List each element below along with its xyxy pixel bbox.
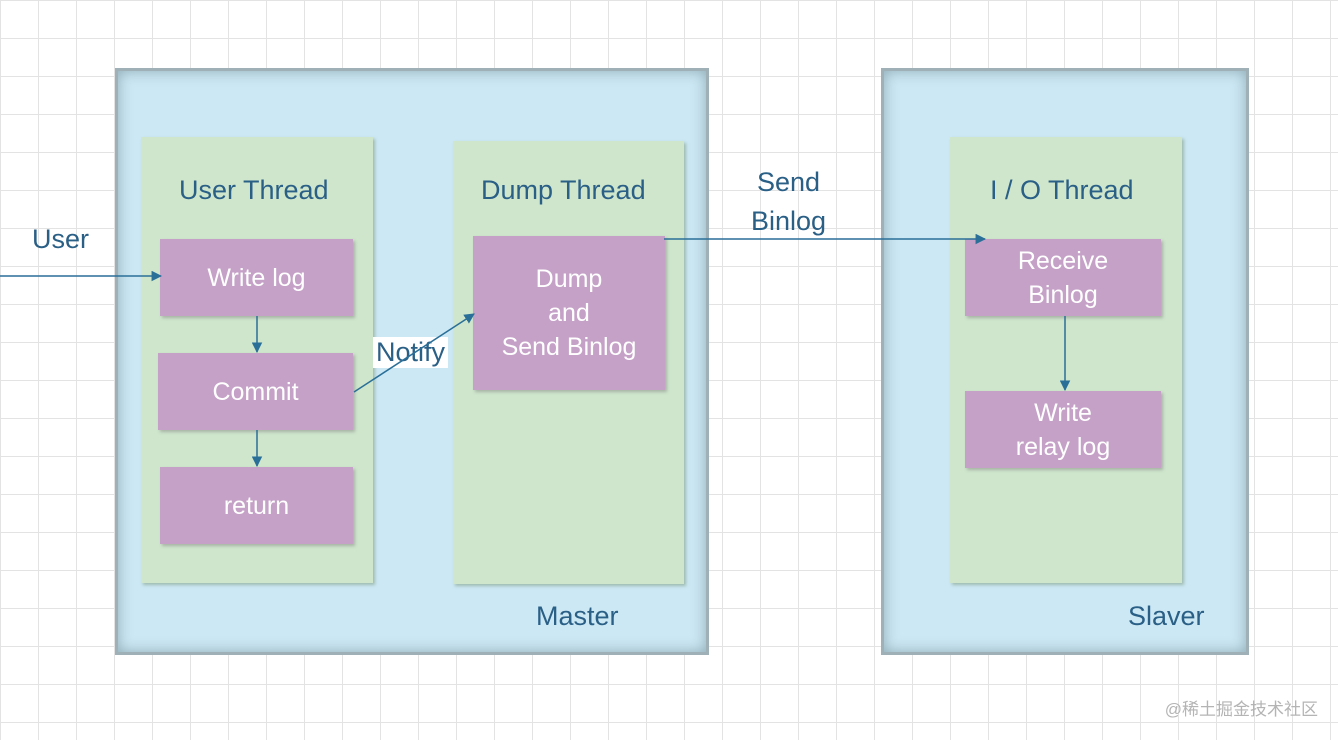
- master-label: Master: [536, 601, 619, 631]
- user-label: User: [32, 224, 90, 254]
- io-thread-box: [950, 137, 1182, 583]
- write-relay-log-step: Write relay log: [965, 391, 1161, 468]
- notify-label: Notify: [373, 337, 449, 368]
- watermark: @稀土掘金技术社区: [1164, 700, 1318, 719]
- send-binlog-label: Send Binlog: [751, 167, 827, 236]
- dump-thread-title: Dump Thread: [481, 175, 646, 205]
- io-thread-title: I / O Thread: [990, 175, 1134, 205]
- commit-step: Commit: [158, 353, 353, 430]
- user-thread-title: User Thread: [179, 175, 329, 205]
- notify-arrow: [353, 313, 475, 393]
- return-step: return: [160, 467, 353, 544]
- slaver-label: Slaver: [1128, 601, 1205, 631]
- receive-binlog-step: Receive Binlog: [965, 239, 1161, 316]
- dump-send-binlog-step: Dump and Send Binlog: [473, 236, 665, 390]
- write-log-step: Write log: [160, 239, 353, 316]
